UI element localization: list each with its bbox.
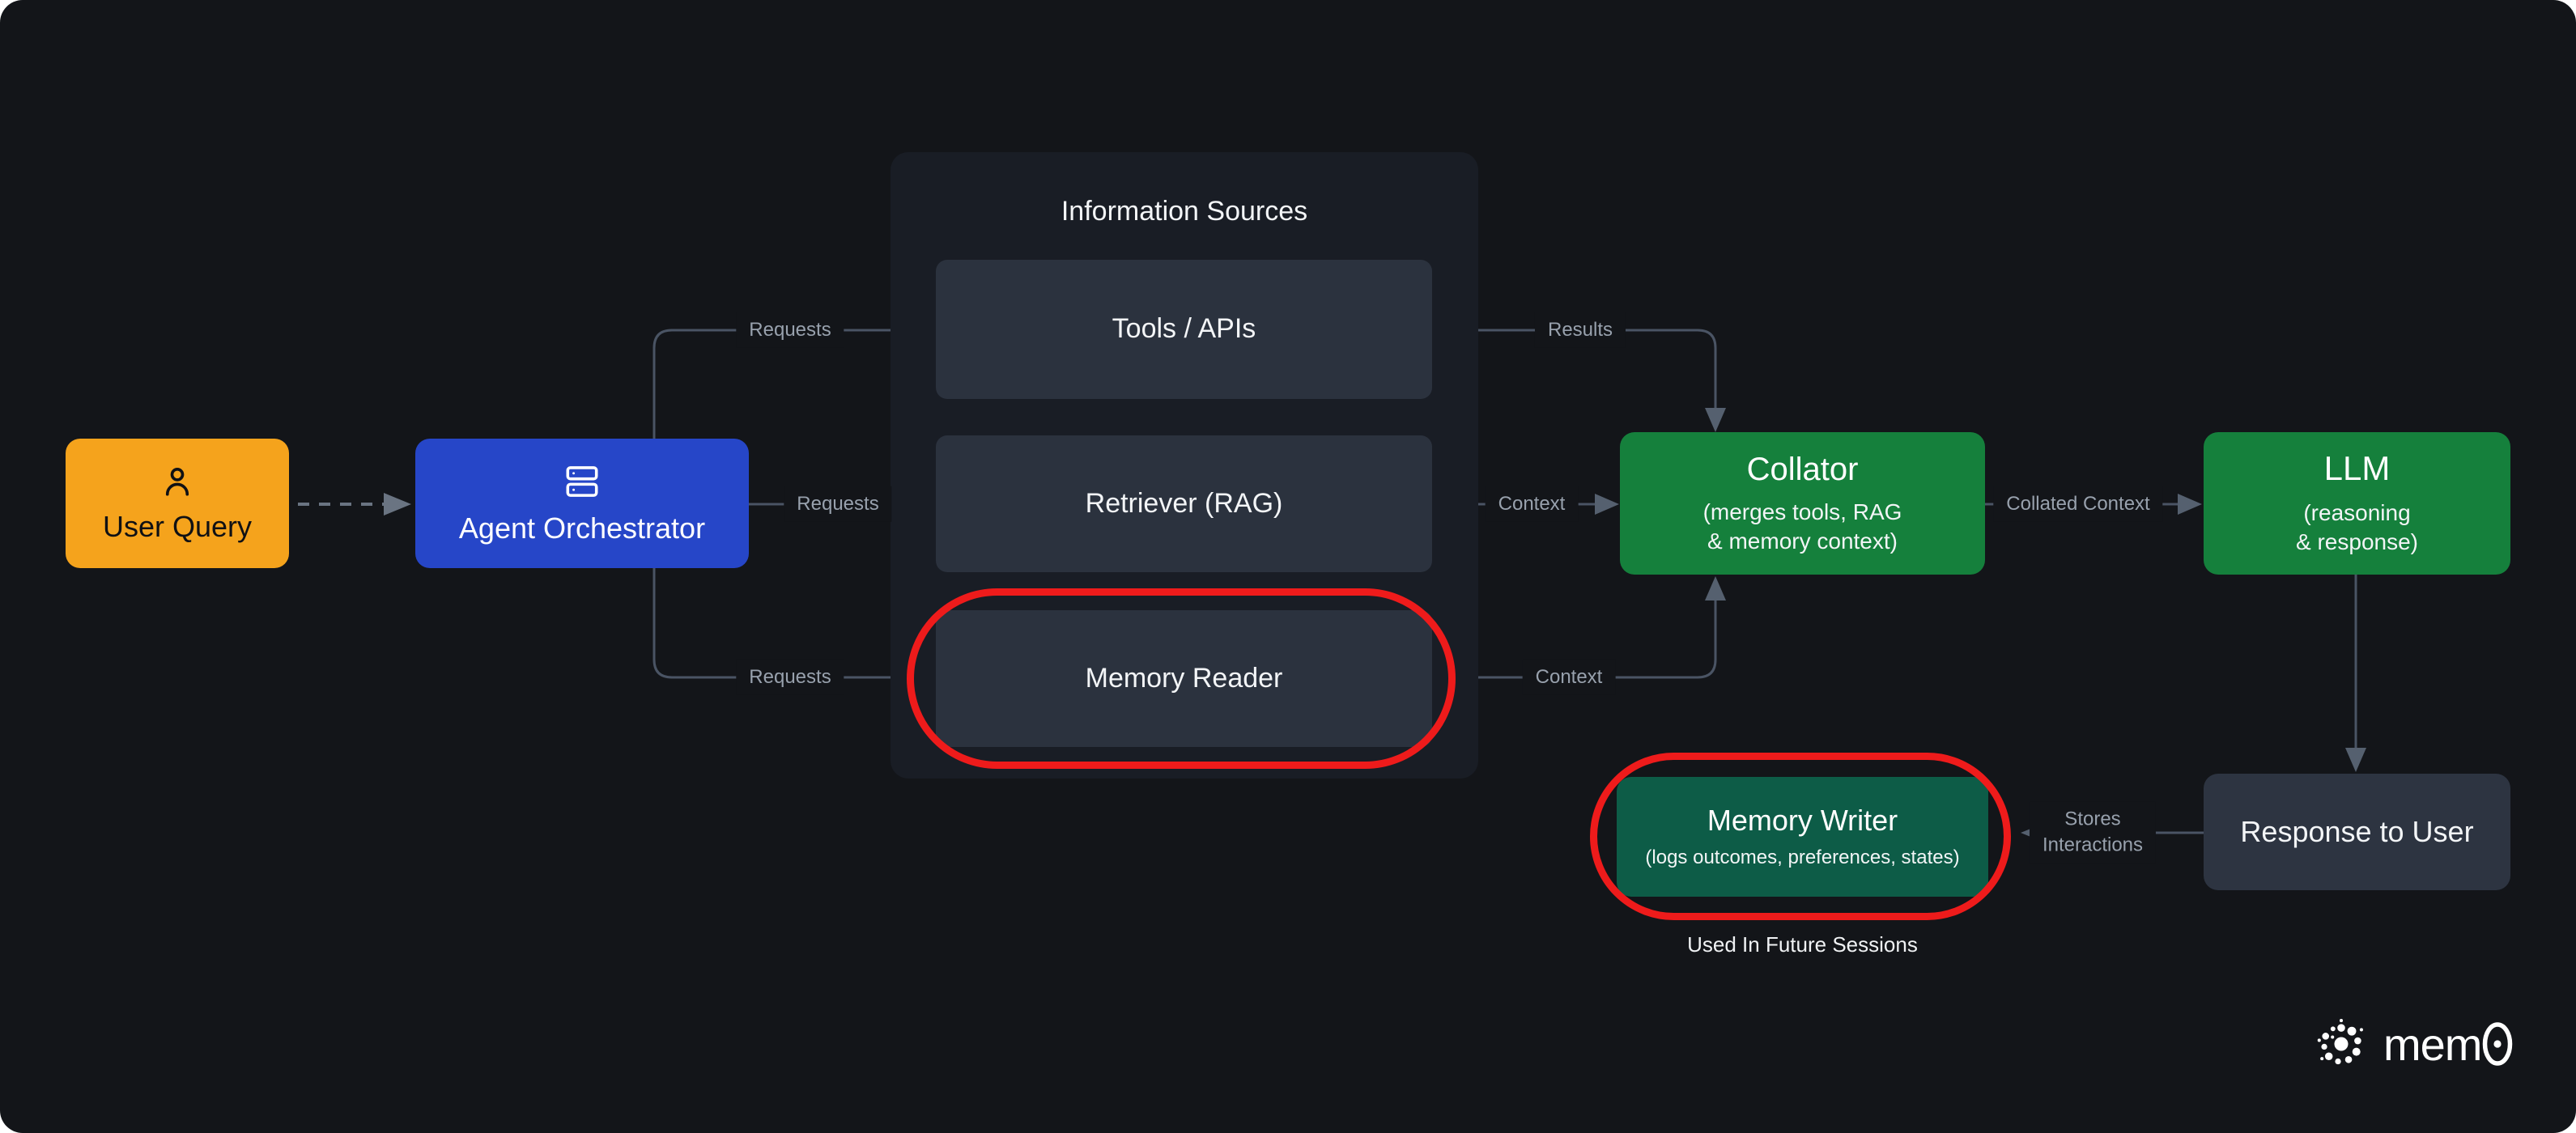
edge-results [1436,329,1717,411]
node-memory-writer-title: Memory Writer [1707,803,1898,837]
edge-label-results: Results [1534,312,1626,349]
arrowhead-right-icon [1595,494,1619,515]
node-response-to-user: Response to User [2204,774,2510,890]
node-user-query: User Query [66,439,289,568]
memory-writer-caption: Used In Future Sessions [1687,932,1918,957]
node-user-query-label: User Query [102,510,253,544]
node-retriever-rag-label: Retriever (RAG) [1085,487,1283,519]
node-memory-reader: Memory Reader [936,610,1432,747]
arrowhead-down-icon [2345,748,2366,772]
mem0-dots-icon [2317,1019,2363,1065]
logo-zero-icon [2483,1022,2513,1066]
arrowhead-right-icon [384,493,411,516]
arrowhead-up-icon [1705,576,1726,600]
node-collator-subtitle: (merges tools, RAG & memory context) [1702,499,1902,554]
server-stack-icon [566,466,598,498]
user-icon [165,468,189,496]
information-sources-title: Information Sources [1061,196,1308,227]
edge-requests-bottom [653,504,912,679]
node-agent-orchestrator-label: Agent Orchestrator [458,511,706,545]
arrowhead-right-icon [2178,494,2202,515]
arrowhead-down-icon [1705,408,1726,432]
node-response-to-user-label: Response to User [2240,815,2474,849]
edge-label-context-mid: Context [1485,486,1579,523]
node-memory-reader-label: Memory Reader [1085,662,1283,694]
node-agent-orchestrator: Agent Orchestrator [415,439,749,568]
edge-requests-top [653,329,912,504]
annotation-oval-memory-writer [1590,753,2011,920]
node-llm: LLM (reasoning & response) [2204,432,2510,575]
edge-label-requests-top: Requests [736,312,844,349]
node-collator: Collator (merges tools, RAG & memory con… [1620,432,1985,575]
mem0-logo: mem [2314,1016,2514,1071]
node-memory-writer: Memory Writer (logs outcomes, preference… [1617,777,1988,897]
node-tools-apis: Tools / APIs [936,260,1432,399]
node-tools-apis-label: Tools / APIs [1112,313,1256,345]
node-retriever-rag: Retriever (RAG) [936,435,1432,572]
annotation-oval-memory-reader [907,588,1456,769]
node-llm-title: LLM [2323,449,2391,488]
edge-label-collated-context: Collated Context [1993,486,2163,523]
edge-label-context-bottom: Context [1522,659,1616,696]
logo-text-mem: mem [2383,1018,2482,1070]
node-llm-subtitle: (reasoning & response) [2296,499,2418,555]
edge-context-bottom [1457,596,1717,679]
edge-label-requests-bottom: Requests [736,659,844,696]
edge-label-stores-interactions: Stores Interactions [2029,801,2157,864]
node-collator-title: Collator [1746,451,1859,487]
edge-label-requests-mid: Requests [784,486,892,523]
